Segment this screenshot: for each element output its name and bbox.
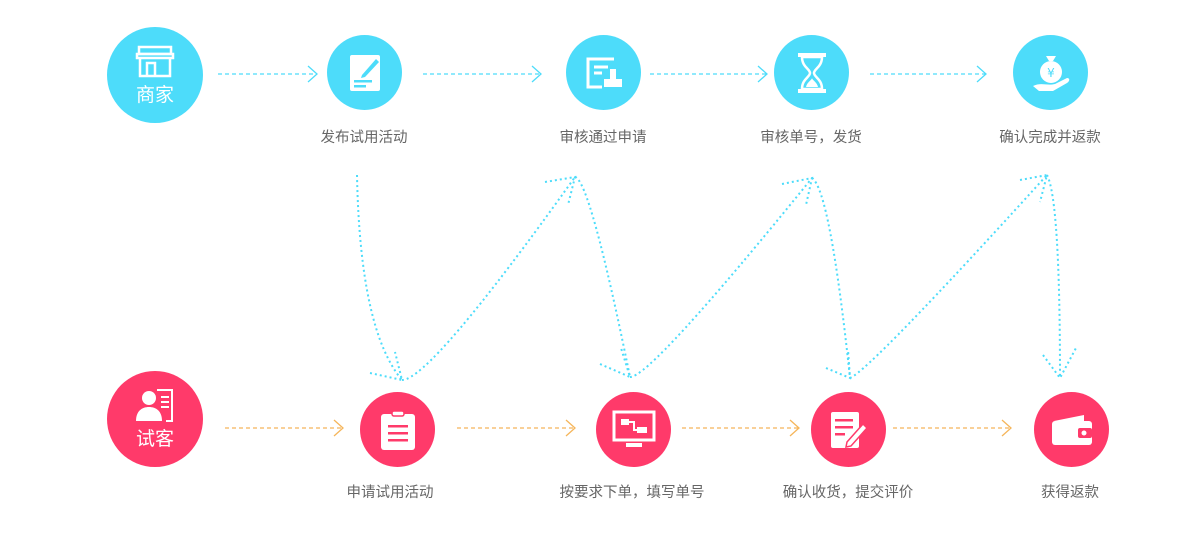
flow-curve-3: [574, 176, 631, 378]
approval-stamp-icon: [586, 57, 622, 88]
document-edit-icon: [349, 54, 380, 91]
merchant-step-3-label: 审核单号，发货: [760, 130, 862, 146]
store-icon: [135, 45, 175, 77]
tester-role-circle: 试客: [107, 371, 203, 467]
flow-curve-5: [811, 177, 851, 379]
tester-step-3-label: 确认收货，提交评价: [782, 485, 914, 501]
flow-curve-4: [629, 177, 813, 379]
tester-step-2: [596, 392, 671, 467]
merchant-step-4: ¥: [1013, 35, 1088, 110]
merchant-step-1-label: 发布试用活动: [320, 130, 408, 146]
monitor-icon: [612, 410, 655, 447]
flow-curve-2: [401, 176, 576, 381]
merchant-step-1: [327, 35, 402, 110]
user-card-icon: [136, 388, 173, 422]
money-bag-hand-icon: ¥: [1032, 55, 1069, 91]
flow-curve-7: [1046, 174, 1061, 379]
flow-curve-6: [849, 174, 1048, 379]
merchant-step-2: [566, 35, 641, 110]
svg-text:¥: ¥: [1047, 66, 1055, 80]
wallet-icon: [1051, 414, 1092, 445]
tester-step-4: [1034, 392, 1109, 467]
tester-step-1: [360, 392, 435, 467]
clipboard-icon: [380, 409, 415, 450]
tester-step-1-label: 申请试用活动: [346, 485, 434, 501]
tester-step-3: [811, 392, 886, 467]
merchant-role-label: 商家: [135, 83, 174, 106]
merchant-step-2-label: 审核通过申请: [559, 130, 647, 146]
merchant-step-3: [774, 35, 849, 110]
flow-curve-1: [356, 174, 403, 381]
review-edit-icon: [830, 411, 868, 448]
hourglass-icon: [797, 52, 826, 93]
merchant-step-4-label: 确认完成并返款: [999, 130, 1101, 146]
merchant-role-circle: 商家: [107, 27, 203, 123]
tester-role-label: 试客: [135, 427, 174, 450]
tester-step-4-label: 获得返款: [1041, 485, 1099, 501]
tester-step-2-label: 按要求下单，填写单号: [559, 485, 705, 501]
